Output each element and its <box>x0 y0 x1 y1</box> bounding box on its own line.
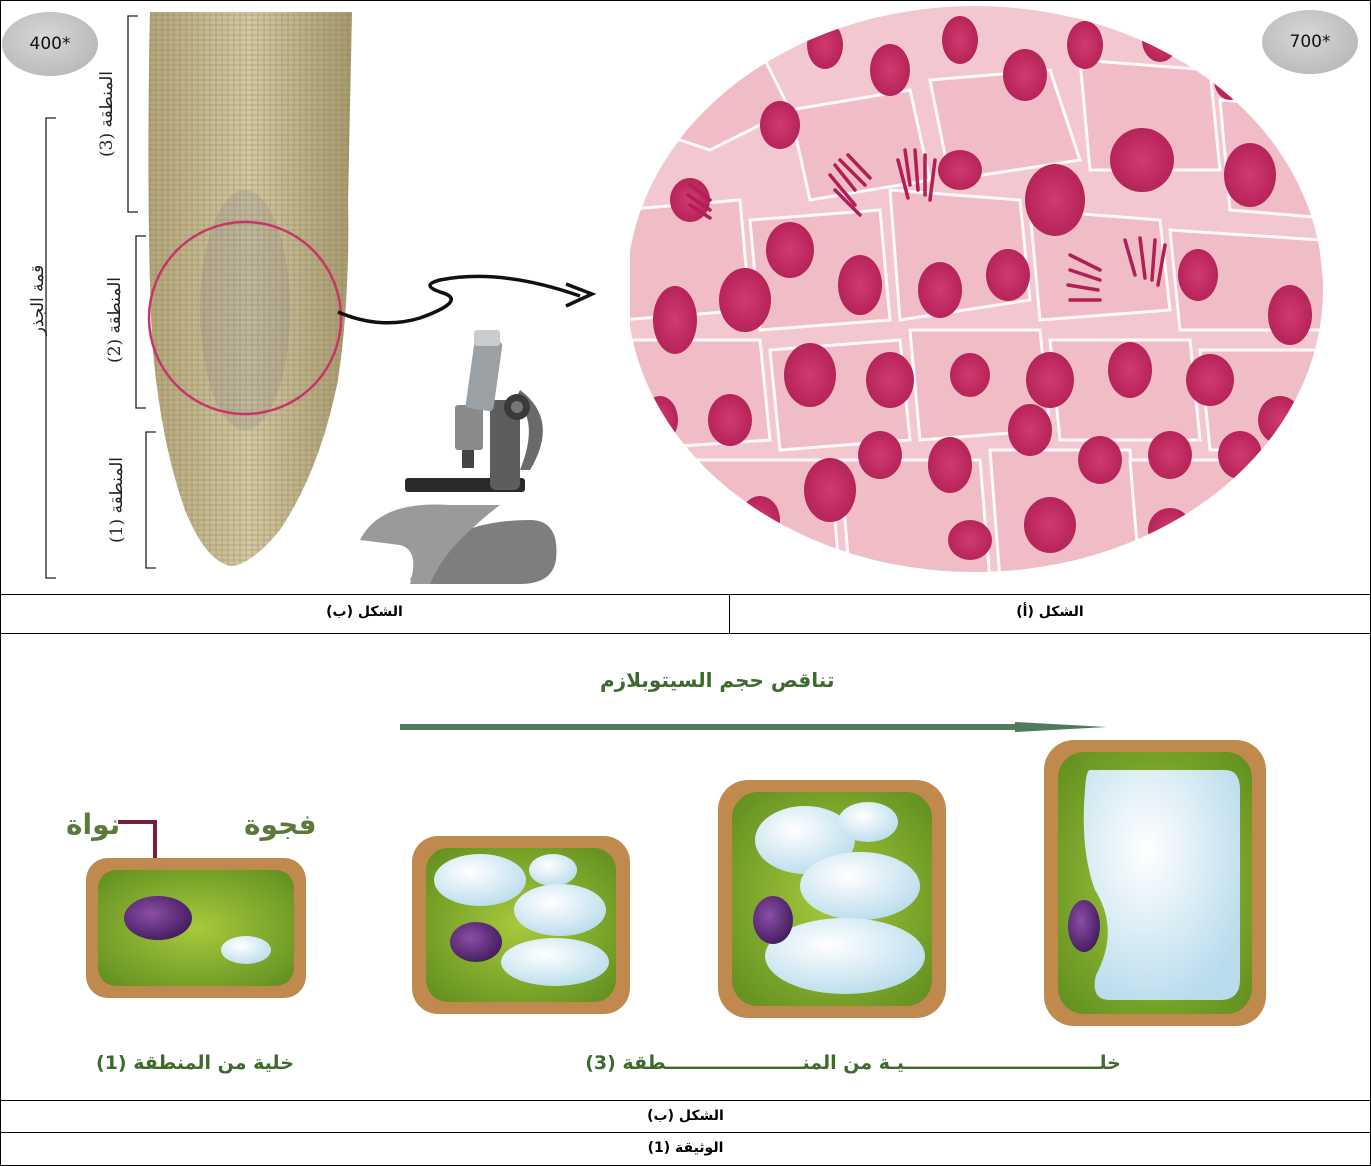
caption-figure-b-bottom: الشكل (ب) <box>0 1108 1371 1124</box>
zone2-label: المنطقة (2) <box>105 265 125 375</box>
caption-figure-b-top: الشكل (ب) <box>0 604 729 620</box>
microscope-icon <box>360 330 556 584</box>
divider-top-caption <box>0 594 1371 595</box>
caption-document: الوثيقة (1) <box>0 1140 1371 1156</box>
wavy-arrow <box>338 276 580 322</box>
zone1-cell-caption: خلية من المنطقة (1) <box>96 1052 294 1074</box>
cytoplasm-decrease-title: تناقص حجم السيتوبلازم <box>600 668 834 692</box>
cell1-vacuole <box>221 936 271 964</box>
cells-illustration <box>0 730 1371 1030</box>
divider-doc-caption <box>0 1132 1371 1133</box>
zone1-bracket <box>146 432 156 568</box>
cell1-nucleus <box>124 896 192 940</box>
caption-figure-a-top: الشكل (أ) <box>729 604 1371 620</box>
cell-zone3-b <box>718 780 946 1018</box>
divider-bottom-caption <box>0 1100 1371 1101</box>
root-tip-label: قمة الجذر <box>28 250 48 350</box>
cell-zone1 <box>86 858 306 998</box>
cell-zone3-a <box>412 836 630 1014</box>
cell-zone3-c <box>1044 740 1266 1026</box>
divider-top-section <box>0 633 1371 634</box>
zone3-cell-caption: خلــــــــــــــــــــــــــــــيـة من ا… <box>508 1052 1198 1074</box>
zone3-label: المنطقة (3) <box>97 59 117 169</box>
micrograph-cells <box>630 0 1370 594</box>
zone1-label: المنطقة (1) <box>107 445 127 555</box>
zone2-bracket <box>136 236 146 408</box>
zone3-bracket <box>128 16 138 212</box>
